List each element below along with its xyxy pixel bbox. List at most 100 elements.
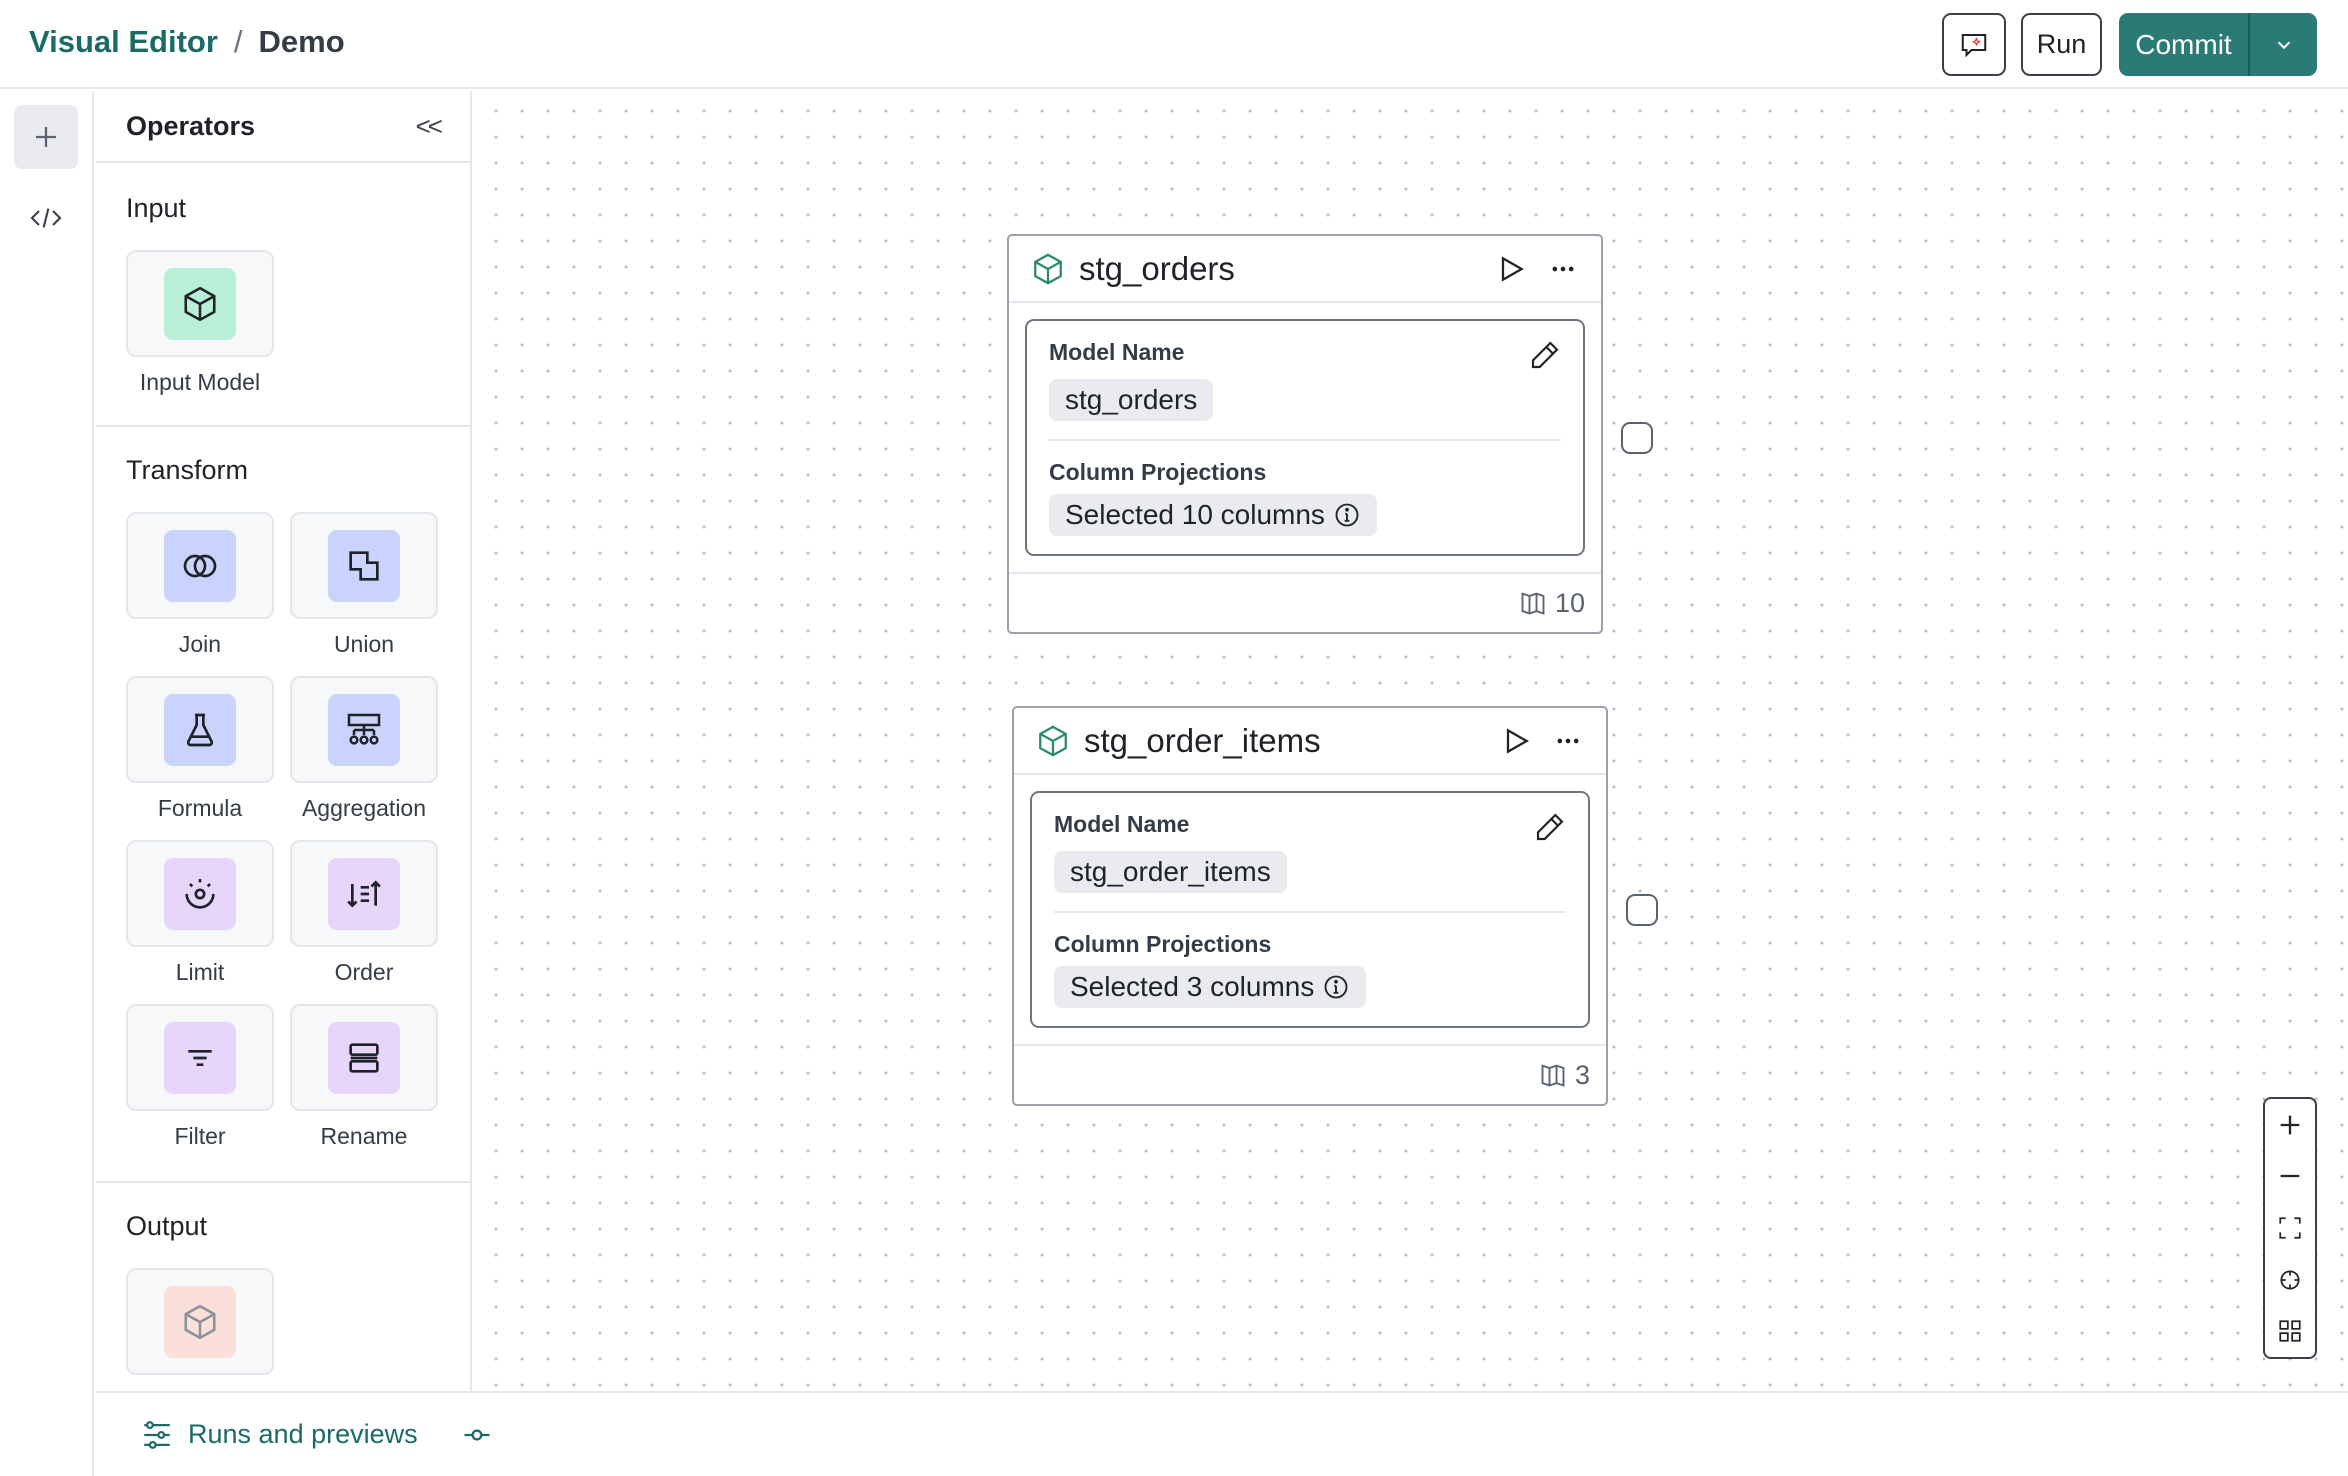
join-icon xyxy=(183,554,217,577)
operator-rename[interactable]: Rename xyxy=(290,1004,438,1150)
grid-icon xyxy=(2279,1320,2301,1342)
column-projections-label: Column Projections xyxy=(1054,931,1272,957)
commit-button[interactable]: Commit xyxy=(2119,13,2250,76)
flask-icon xyxy=(186,713,214,746)
transform-section: Transform Join Union Formula xyxy=(96,427,470,1183)
plus-icon xyxy=(36,127,56,147)
commit-dropdown-button[interactable] xyxy=(2250,13,2317,76)
model-name-value: stg_orders xyxy=(1049,379,1214,421)
divider xyxy=(1054,911,1566,913)
tile-label: Union xyxy=(333,631,395,657)
node-header: stg_order_items xyxy=(1014,708,1606,775)
minus-icon xyxy=(2280,1175,2300,1178)
runs-icon xyxy=(144,1420,170,1449)
play-icon[interactable] xyxy=(1495,253,1527,285)
input-section: Input Input Model xyxy=(96,163,470,427)
tile-label: Filter xyxy=(174,1123,226,1149)
operator-join[interactable]: Join xyxy=(126,512,274,658)
node-body: Model Name stg_order_items Column Projec… xyxy=(1030,791,1590,1028)
output-port[interactable] xyxy=(1621,422,1653,454)
flow-canvas[interactable]: stg_orders Model Name stg_orders Column … xyxy=(474,91,2348,1391)
info-icon xyxy=(1324,975,1348,999)
commit-button-group: Commit xyxy=(2119,13,2317,76)
top-header: Visual Editor / Demo Run Commit xyxy=(0,0,2348,89)
section-title-output: Output xyxy=(126,1211,208,1241)
section-title-transform: Transform xyxy=(126,455,249,485)
cube-icon xyxy=(184,286,216,321)
rename-icon xyxy=(349,1042,379,1073)
tile-label: Rename xyxy=(320,1123,408,1149)
column-count: 3 xyxy=(1574,1059,1590,1090)
tile-label: Input Model xyxy=(139,369,261,395)
center-view-button[interactable] xyxy=(2265,1254,2315,1306)
model-node[interactable]: stg_orders Model Name stg_orders Column … xyxy=(1007,234,1603,634)
column-projections-value[interactable]: Selected 3 columns xyxy=(1054,966,1367,1008)
tile-label: Order xyxy=(334,959,394,985)
operator-limit[interactable]: Limit xyxy=(126,840,274,986)
output-port[interactable] xyxy=(1626,894,1658,926)
tile-label: Aggregation xyxy=(301,795,427,821)
chevron-down-icon xyxy=(2277,41,2290,49)
operators-panel: Operators << Input Input Model Transform xyxy=(96,91,472,1391)
hierarchy-icon xyxy=(347,713,381,745)
layout-button[interactable] xyxy=(2265,1305,2315,1357)
column-count: 10 xyxy=(1554,587,1585,618)
operator-order[interactable]: Order xyxy=(290,840,438,986)
model-name-label: Model Name xyxy=(1049,339,1185,365)
breadcrumb-current: Demo xyxy=(258,24,345,59)
more-icon[interactable] xyxy=(1554,727,1582,755)
section-title-input: Input xyxy=(126,193,187,223)
more-icon[interactable] xyxy=(1549,255,1577,283)
bottom-bar: Runs and previews xyxy=(96,1391,2348,1476)
operator-input-model[interactable]: Input Model xyxy=(126,250,274,396)
divider xyxy=(1049,439,1561,441)
operator-output-model[interactable] xyxy=(126,1268,274,1375)
pencil-icon[interactable] xyxy=(1529,339,1561,371)
runs-label: Runs and previews xyxy=(188,1419,418,1449)
operator-aggregation[interactable]: Aggregation xyxy=(290,676,438,822)
model-name-label: Model Name xyxy=(1054,811,1190,837)
operators-header: Operators << xyxy=(96,91,470,163)
cube-icon xyxy=(1039,725,1067,756)
projection-text: Selected 3 columns xyxy=(1070,971,1315,1002)
node-footer: 10 xyxy=(1009,572,1601,632)
code-view-button[interactable] xyxy=(14,186,78,250)
operator-union[interactable]: Union xyxy=(290,512,438,658)
tile-label: Formula xyxy=(157,795,243,821)
info-icon xyxy=(1335,503,1359,527)
node-title: stg_order_items xyxy=(1084,721,1321,759)
model-node[interactable]: stg_order_items Model Name stg_order_ite… xyxy=(1012,706,1608,1106)
union-icon xyxy=(349,550,379,581)
columns-icon xyxy=(1541,1064,1565,1087)
column-projections-value[interactable]: Selected 10 columns xyxy=(1049,494,1377,536)
runs-and-previews-button[interactable]: Runs and previews xyxy=(140,1418,418,1452)
breadcrumb-separator: / xyxy=(233,24,243,59)
play-icon[interactable] xyxy=(1500,725,1532,757)
node-title: stg_orders xyxy=(1079,249,1235,287)
limit-icon xyxy=(185,878,215,909)
node-header: stg_orders xyxy=(1009,236,1601,303)
add-button[interactable] xyxy=(14,105,78,169)
tile-label: Join xyxy=(178,631,222,657)
breadcrumb: Visual Editor / Demo xyxy=(29,24,345,60)
feedback-button[interactable] xyxy=(1942,13,2006,76)
left-rail xyxy=(0,91,94,1476)
code-icon xyxy=(30,208,62,228)
crosshair-icon xyxy=(2280,1270,2300,1290)
run-button[interactable]: Run xyxy=(2021,13,2102,76)
operators-title: Operators xyxy=(126,110,256,141)
column-projections-label: Column Projections xyxy=(1049,459,1267,485)
collapse-panel-button[interactable]: << xyxy=(415,110,443,141)
projection-text: Selected 10 columns xyxy=(1065,499,1325,530)
fit-view-button[interactable] xyxy=(2265,1202,2315,1254)
operator-filter[interactable]: Filter xyxy=(126,1004,274,1150)
output-section: Output xyxy=(96,1183,470,1375)
sort-icon xyxy=(347,879,381,908)
pencil-icon[interactable] xyxy=(1534,811,1566,843)
zoom-in-button[interactable] xyxy=(2265,1099,2315,1151)
zoom-out-button[interactable] xyxy=(2265,1151,2315,1203)
operator-formula[interactable]: Formula xyxy=(126,676,274,822)
zoom-controls xyxy=(2263,1097,2317,1359)
commit-node-icon[interactable] xyxy=(462,1420,492,1450)
breadcrumb-root-link[interactable]: Visual Editor xyxy=(29,24,218,59)
